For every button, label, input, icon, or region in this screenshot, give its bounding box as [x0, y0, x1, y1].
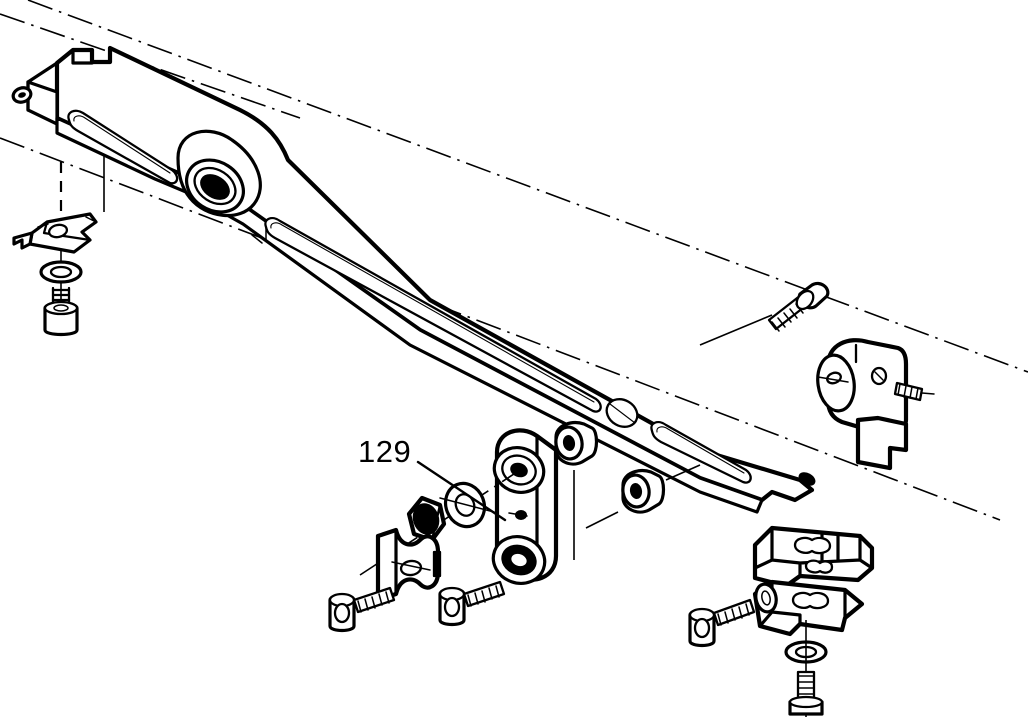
cap-screw-left-shank — [352, 586, 396, 614]
cap-screw-right-socket — [443, 596, 461, 618]
upper-screw-head-face — [795, 289, 815, 311]
cap-screw-left — [328, 586, 396, 633]
callout-129-label: 129 — [358, 434, 411, 469]
clamp-bolt-threads — [797, 675, 815, 695]
housing-bracket-plate — [855, 415, 909, 471]
cap-screw-right-shank — [462, 580, 506, 608]
arm-left-pivot-hole-inner — [18, 92, 26, 98]
main-arm — [11, 45, 816, 514]
cap-screw-right-threads — [467, 585, 500, 607]
bushing-lower-axis-a — [665, 464, 701, 481]
arm-slot-upper-inner — [73, 115, 171, 174]
link-plate-center-line — [508, 512, 528, 517]
arm-tip-hole — [798, 472, 816, 486]
hex-nut-thread-lines — [414, 509, 438, 532]
cap-screw-right — [438, 580, 506, 627]
axis-main-lower — [0, 137, 1001, 521]
clamp-cap-screw-socket — [693, 617, 711, 639]
clamp-base-eye-bore — [761, 590, 771, 606]
clamp-base-keyhole — [791, 591, 830, 610]
arm-slot-mid-step — [251, 226, 267, 244]
arm-end-notch — [71, 48, 94, 65]
clamp-assembly — [688, 525, 875, 717]
callout-129-leader — [416, 460, 507, 522]
clamp-cap-screw — [688, 598, 756, 648]
waist-bracket-group — [328, 527, 506, 633]
left-clip-hole — [47, 223, 69, 239]
bushings — [554, 421, 701, 560]
cap-screw-left-socket — [333, 602, 351, 624]
bushing-lower-axis-b — [585, 511, 619, 529]
cap-screw-left-threads — [357, 591, 390, 613]
bushing-upper-bore — [562, 435, 576, 451]
clamp-block-keyhole-top — [793, 536, 832, 555]
arm-slot-lower — [650, 421, 752, 484]
arm-slot-upper — [67, 109, 179, 185]
bushing-lower-bore — [629, 483, 643, 499]
link-bearing-btm-bore — [509, 551, 529, 569]
clamp-block-keyhole-front — [804, 559, 834, 574]
upper-screw — [699, 281, 830, 346]
housing-setscrew-slot — [874, 371, 884, 381]
arm-slot-lower-inner — [656, 426, 745, 474]
link-plate — [491, 428, 559, 585]
arm-slot-mid — [264, 217, 602, 413]
callout-129: 129 — [358, 434, 507, 522]
axis-main-upper — [27, 0, 1028, 373]
clamp-bolt-head-top — [788, 695, 824, 709]
clamp-cap-screw-shank — [712, 598, 756, 627]
axis-main-upper-2 — [0, 13, 301, 119]
cylinder-housing — [816, 338, 935, 471]
clamp-cap-screw-threads — [717, 603, 750, 626]
left-clip-tab — [37, 216, 97, 228]
left-washer-inner — [49, 265, 73, 279]
left-bolt-head-socket — [53, 304, 69, 312]
left-clip-plate-edge — [28, 220, 92, 246]
waist-bracket-hole-axis — [391, 561, 431, 571]
housing-setscrew — [893, 381, 935, 402]
cylinder-bore-line — [817, 376, 849, 383]
arm-web-hole-cross — [609, 403, 636, 424]
waist-bracket-right-edge — [432, 550, 442, 578]
arm-tip-notch — [760, 490, 797, 502]
center-washer-axis-tick — [439, 497, 495, 513]
left-fastener-stack — [12, 212, 98, 337]
hex-nut-facets — [407, 496, 442, 542]
upper-screw-axis — [699, 314, 773, 346]
arm-pivot-boss-hole — [200, 174, 230, 200]
arm-slot-mid-inner — [270, 222, 595, 403]
clamp-bolt — [788, 670, 824, 716]
